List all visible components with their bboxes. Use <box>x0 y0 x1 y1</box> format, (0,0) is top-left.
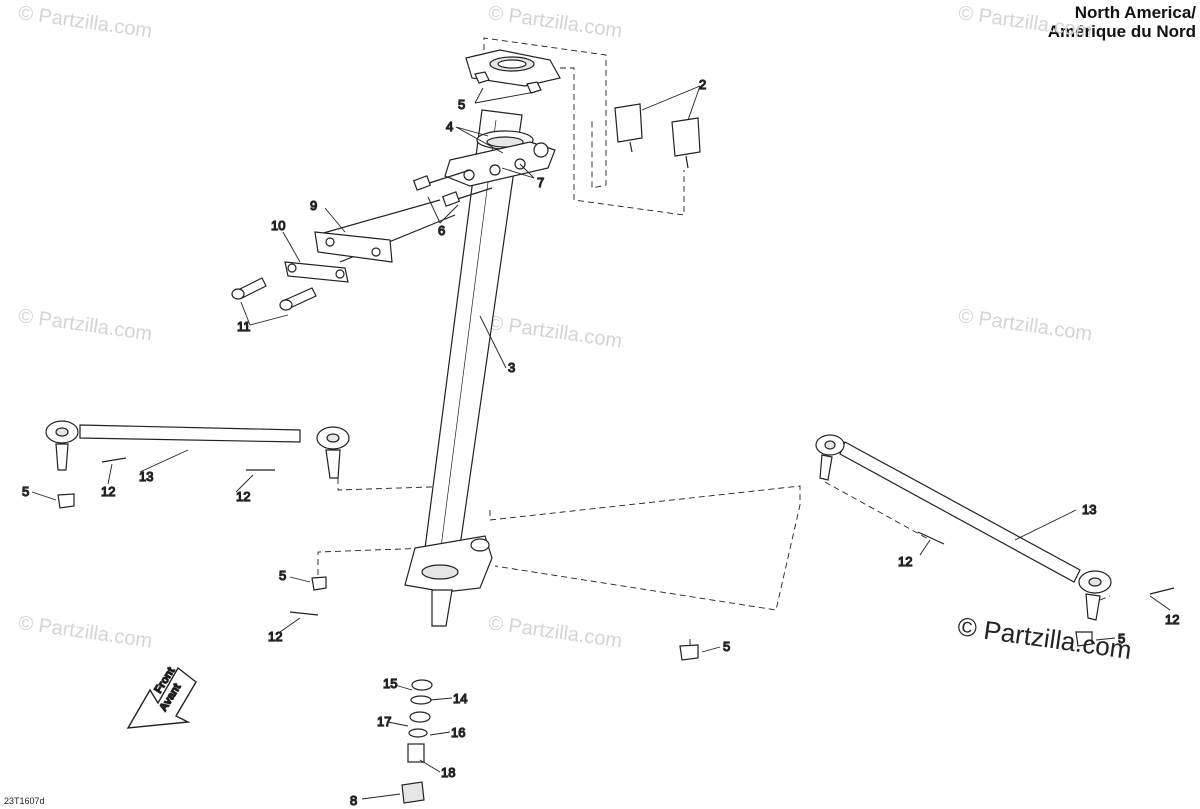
callout-12: 12 <box>268 629 282 644</box>
right-hardware <box>679 531 1175 661</box>
callout-16: 16 <box>451 725 465 740</box>
front-arrow-icon: Front Avant <box>126 665 197 729</box>
callout-13: 13 <box>1082 502 1096 517</box>
callout-13: 13 <box>139 469 153 484</box>
callout-15: 15 <box>383 676 397 691</box>
callout-5: 5 <box>723 639 730 654</box>
leader-lines <box>31 85 1171 800</box>
callout-12: 12 <box>1165 612 1179 627</box>
top-flange <box>465 49 561 94</box>
callout-5: 5 <box>22 484 29 499</box>
region-title-line-2: Amérique du Nord <box>1047 22 1196 41</box>
left-tie-rod <box>45 420 350 479</box>
callout-12: 12 <box>236 489 250 504</box>
link-bracket <box>284 261 349 283</box>
callout-12: 12 <box>898 554 912 569</box>
callout-5: 5 <box>1118 631 1125 646</box>
bearing-block <box>444 130 556 187</box>
callout-5: 5 <box>458 97 465 112</box>
callout-6: 6 <box>438 223 445 238</box>
clips <box>614 103 701 169</box>
region-title-line-1: North America/ <box>1074 3 1196 22</box>
callout-18: 18 <box>441 765 455 780</box>
callout-10: 10 <box>271 218 285 233</box>
region-title: North America/ Amérique du Nord <box>1048 3 1196 41</box>
callout-3: 3 <box>508 360 515 375</box>
pitman-arm <box>404 535 493 627</box>
callout-2: 2 <box>699 77 706 92</box>
callout-14: 14 <box>453 691 467 706</box>
diagram-reference: 23T1607d <box>4 796 45 806</box>
lower-hardware <box>401 679 433 804</box>
callout-4: 4 <box>446 119 453 134</box>
callout-12: 12 <box>101 484 115 499</box>
callouts: 2 3 4 5 5 5 5 5 6 7 8 9 10 11 12 12 12 1… <box>21 76 1180 808</box>
callout-8: 8 <box>350 793 357 808</box>
bolts <box>231 277 317 311</box>
support-plate <box>314 231 393 263</box>
callout-17: 17 <box>377 714 391 729</box>
callout-9: 9 <box>310 198 317 213</box>
left-hardware <box>57 457 327 616</box>
callout-11: 11 <box>237 319 251 334</box>
callout-7: 7 <box>537 175 544 190</box>
bracket-arms <box>319 169 493 263</box>
right-tie-rod <box>815 434 1112 621</box>
callout-5: 5 <box>279 568 286 583</box>
